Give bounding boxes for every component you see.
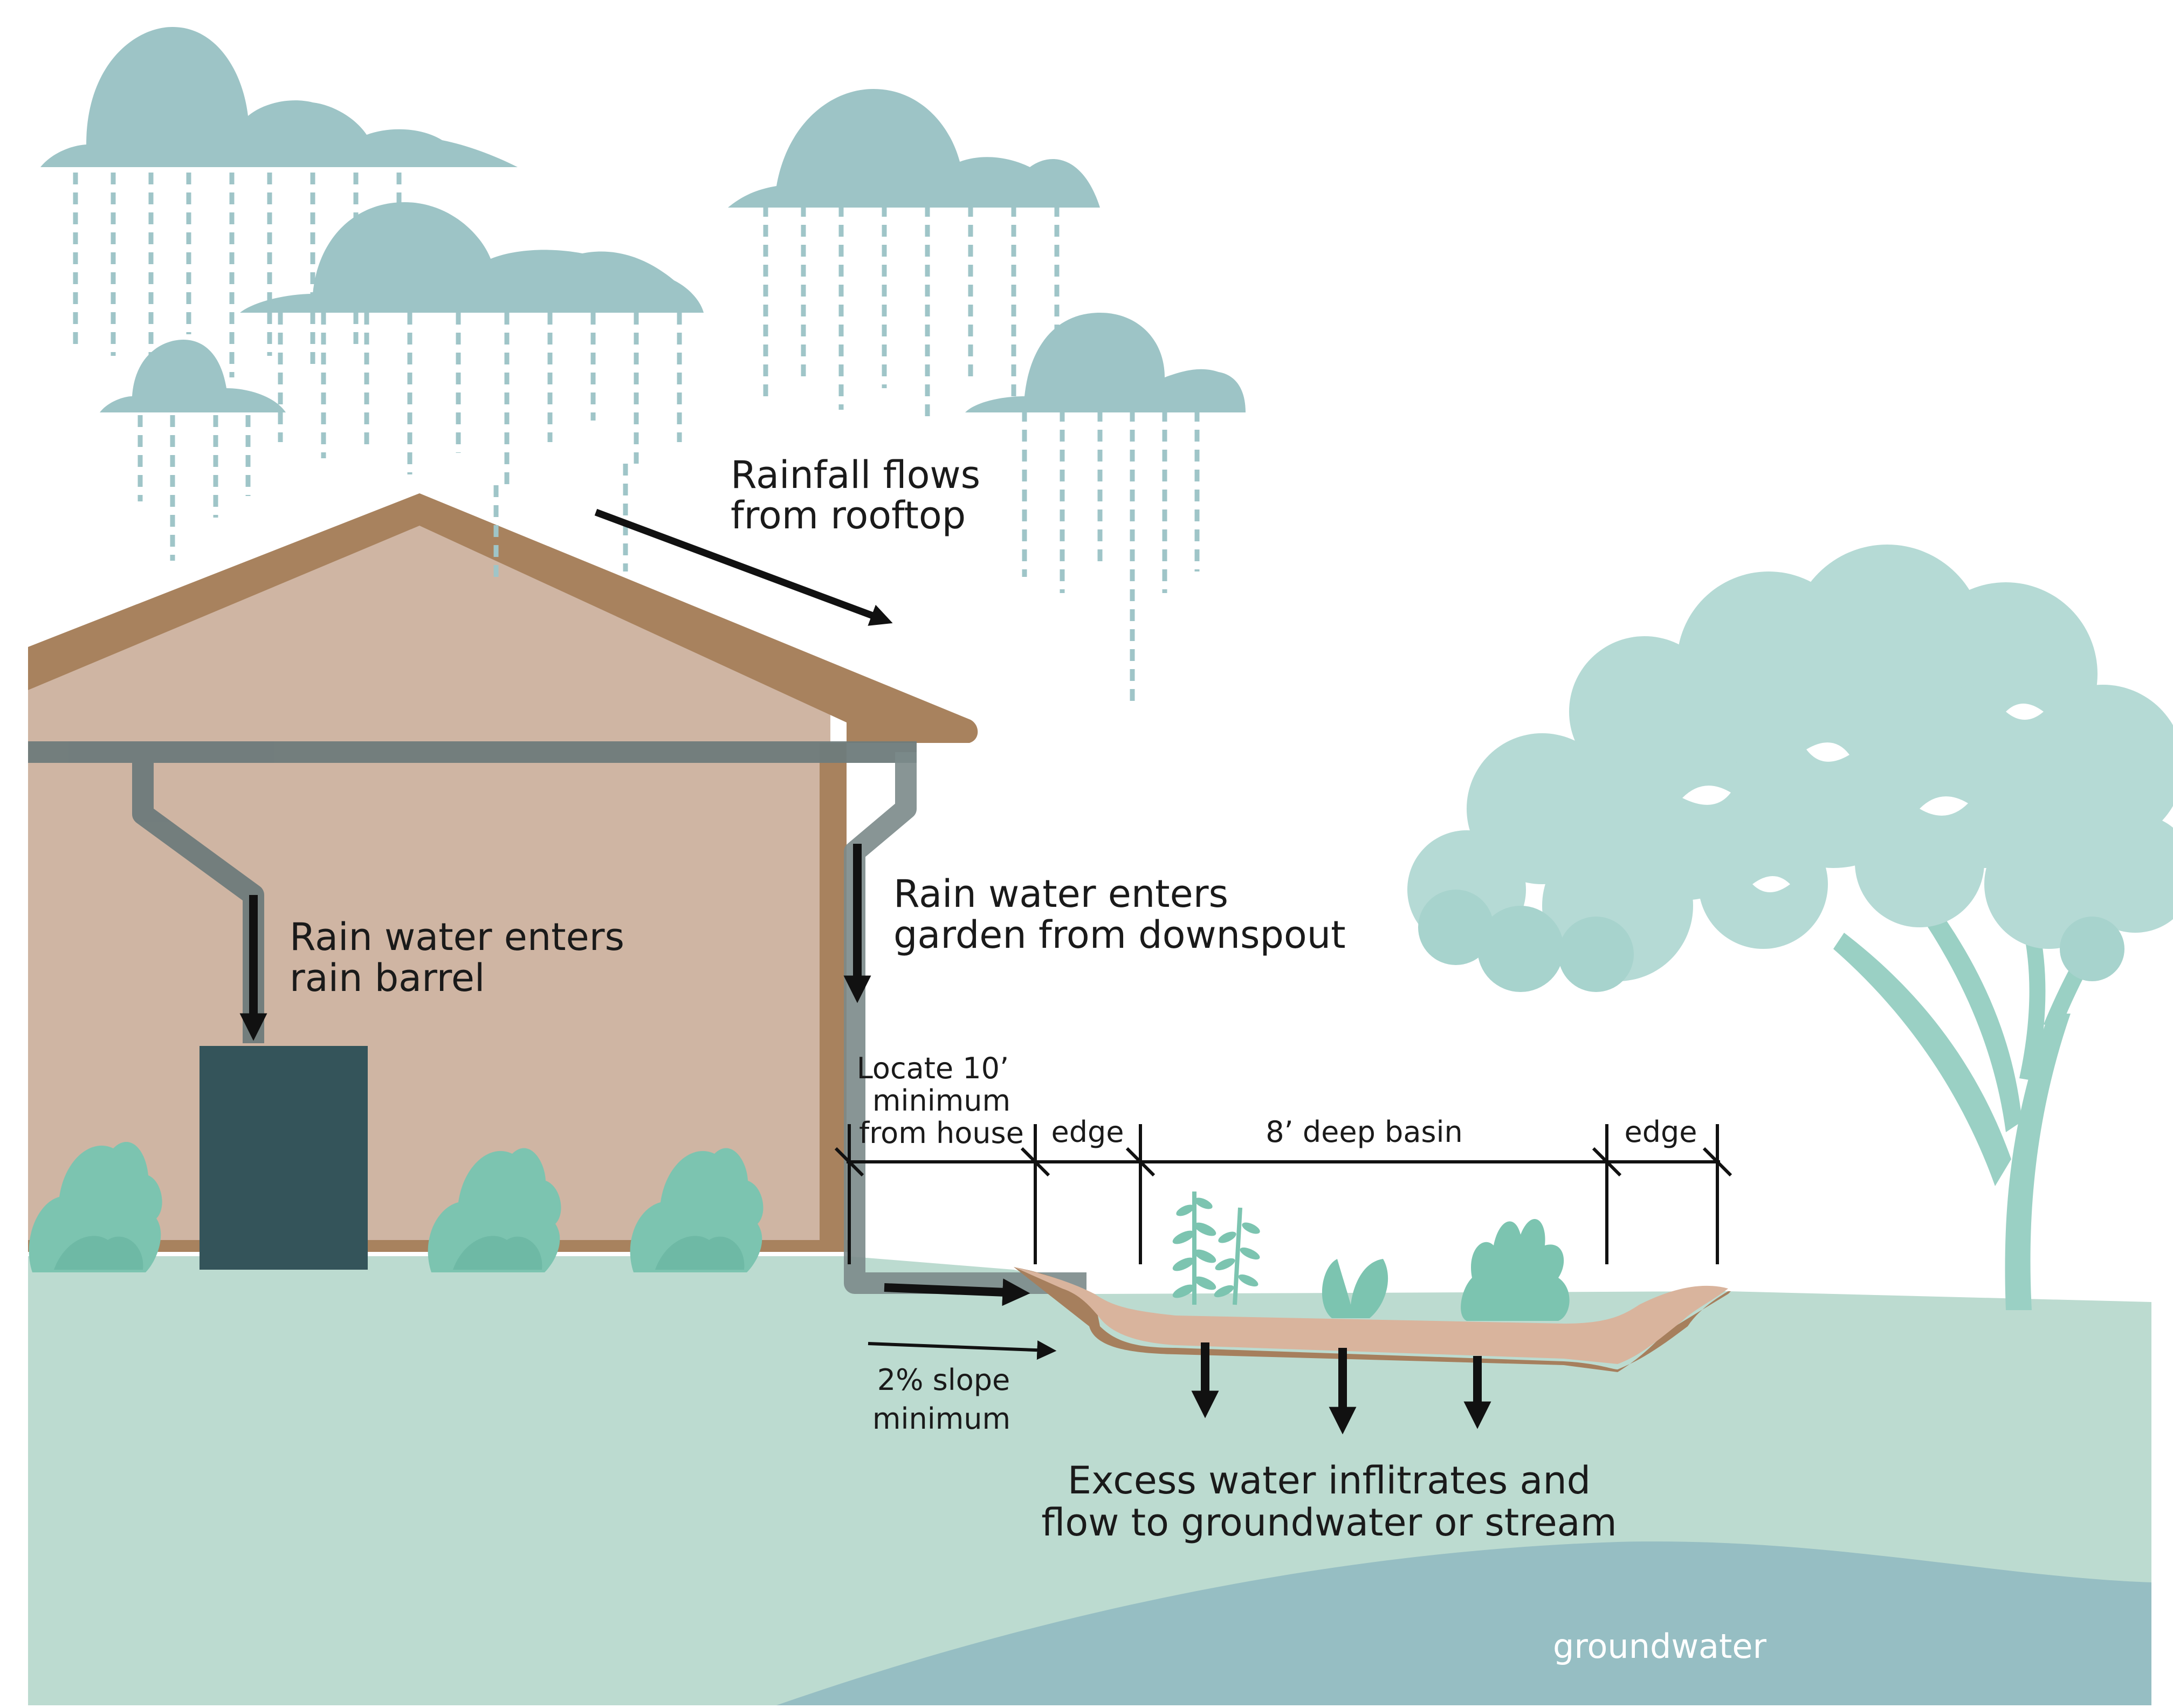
arrow-icon	[239, 508, 1491, 1435]
label-downspout-line1: Rain water enters	[893, 872, 1228, 916]
downspout-icon	[844, 752, 1086, 1294]
label-downspout-line2: garden from downspout	[893, 913, 1346, 957]
label-infiltration-line2: flow to groundwater or stream	[1041, 1500, 1617, 1545]
house-icon	[28, 493, 978, 1252]
label-infiltration-line1: Excess water inflitrates and	[1068, 1458, 1591, 1503]
label-barrel-line1: Rain water enters	[290, 915, 624, 959]
label-distance-line2: minimum	[872, 1084, 1010, 1118]
label-rooftop-line1: Rainfall flows	[731, 453, 980, 497]
label-basin: 8’ deep basin	[1266, 1115, 1463, 1149]
rain-garden-basin	[1014, 1267, 1731, 1372]
label-slope-line2: minimum	[872, 1402, 1010, 1436]
plant-icon	[1172, 1192, 1570, 1321]
label-edge-left: edge	[1051, 1115, 1124, 1149]
label-rooftop-line2: from rooftop	[731, 493, 966, 538]
label-barrel-line2: rain barrel	[290, 956, 485, 1000]
groundwater-body	[776, 1541, 2151, 1705]
label-edge-right: edge	[1625, 1115, 1697, 1149]
label-distance-line3: from house	[859, 1116, 1024, 1150]
dimension-lines	[834, 1124, 1732, 1264]
label-distance-line1: Locate 10’	[857, 1051, 1009, 1085]
label-slope-line1: 2% slope	[877, 1363, 1010, 1397]
tree-icon	[1407, 545, 2173, 1310]
rain-icon	[73, 173, 1200, 701]
label-groundwater: groundwater	[1553, 1627, 1767, 1666]
rain-barrel-icon	[200, 1046, 368, 1270]
cloud-icon	[40, 27, 1246, 412]
